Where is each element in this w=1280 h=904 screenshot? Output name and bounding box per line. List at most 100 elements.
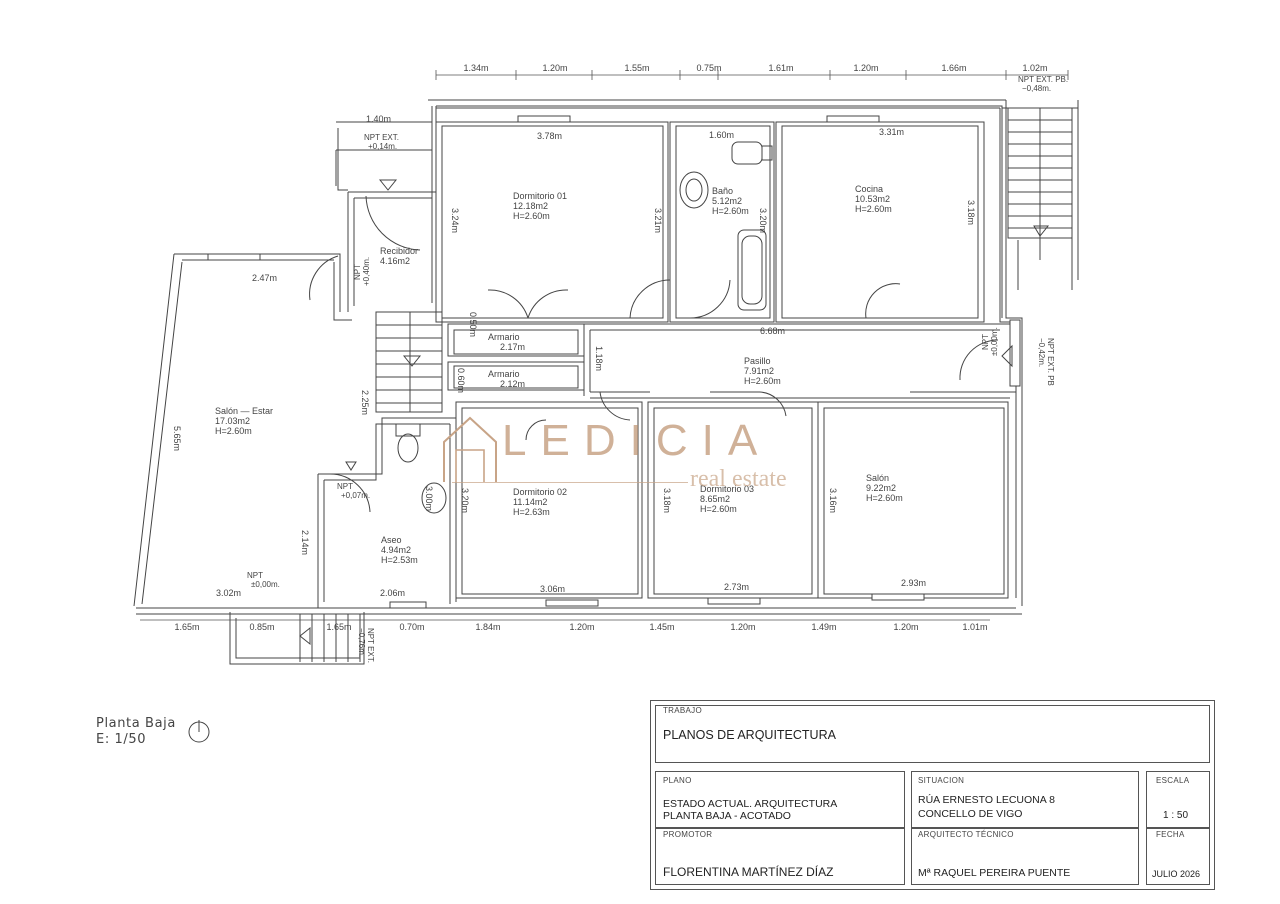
bottom-dimension: 1.65m: [326, 622, 351, 632]
trabajo-label: TRABAJO: [663, 706, 702, 715]
inner-dimension: 1.40m: [366, 114, 391, 124]
vertical-dimension: 1.18m: [594, 346, 604, 371]
top-dimension: 0.75m: [696, 63, 721, 73]
drawing-caption: Planta Baja E: 1/50: [96, 716, 176, 748]
arquitecto-label: ARQUITECTO TÉCNICO: [918, 830, 1014, 839]
house-logo-icon: [443, 416, 497, 482]
inner-dimension: 3.02m: [216, 588, 241, 598]
situacion-line1: RÚA ERNESTO LECUONA 8: [918, 794, 1055, 806]
fecha-box: [1146, 828, 1210, 885]
bottom-dimension: 1.49m: [811, 622, 836, 632]
vertical-dimension: 3.18m: [966, 200, 976, 225]
bottom-dimension: 0.70m: [399, 622, 424, 632]
level-mark: NPT: [981, 334, 990, 350]
armario-name: Armario: [488, 369, 520, 379]
inner-dimension: 2.73m: [724, 582, 749, 592]
room-height: H=2.63m: [513, 507, 550, 517]
inner-dimension: 3.78m: [537, 131, 562, 141]
fecha-label: FECHA: [1156, 830, 1185, 839]
vertical-dimension: 0.60m: [456, 368, 466, 393]
level-mark: NPT EXT. PB: [1046, 338, 1055, 386]
vertical-dimension: 5.65m: [172, 426, 182, 451]
top-dimension: 1.20m: [853, 63, 878, 73]
inner-dimension: 2.06m: [380, 588, 405, 598]
plano-line2: PLANTA BAJA - ACOTADO: [663, 810, 791, 822]
level-mark: NPT: [247, 571, 263, 580]
situacion-label: SITUACION: [918, 776, 965, 785]
room-area: 7.91m2: [744, 366, 774, 376]
level-mark: NPT: [337, 482, 353, 491]
situacion-line2: CONCELLO DE VIGO: [918, 808, 1023, 820]
bottom-dimension: 1.01m: [962, 622, 987, 632]
room-name: Salón: [866, 473, 889, 483]
room-name: Pasillo: [744, 356, 771, 366]
bottom-dimension: 1.20m: [893, 622, 918, 632]
bottom-dimension: 1.20m: [730, 622, 755, 632]
bottom-dimension: 1.20m: [569, 622, 594, 632]
room-name: Recibidor: [380, 246, 418, 256]
room-height: H=2.60m: [712, 206, 749, 216]
promotor-value: FLORENTINA MARTÍNEZ DÍAZ: [663, 865, 834, 879]
vertical-dimension: 3.20m: [460, 488, 470, 513]
arquitecto-box: [911, 828, 1139, 885]
arquitecto-value: Mª RAQUEL PEREIRA PUENTE: [918, 867, 1071, 879]
level-value: −0,42m.: [1037, 338, 1046, 367]
vertical-dimension: 2.25m: [360, 390, 370, 415]
vertical-dimension: 3.16m: [828, 488, 838, 513]
room-name: Cocina: [855, 184, 883, 194]
inner-dimension: 2.47m: [252, 273, 277, 283]
room-height: H=2.53m: [381, 555, 418, 565]
promotor-box: [655, 828, 905, 885]
room-area: 8.65m2: [700, 494, 730, 504]
brand-name: LEDICIA: [502, 416, 772, 465]
room-height: H=2.60m: [513, 211, 550, 221]
north-arrow-icon: [188, 720, 210, 743]
inner-dimension: 3.31m: [879, 127, 904, 137]
room-name: Dormitorio 02: [513, 487, 567, 497]
plano-label: PLANO: [663, 776, 692, 785]
room-name: Dormitorio 03: [700, 484, 754, 494]
brand-watermark: LEDICIA real estate: [440, 412, 850, 492]
level-mark: NPT EXT. PB.: [1018, 75, 1068, 84]
room-area: 10.53m2: [855, 194, 890, 204]
level-value: +0,40m.: [362, 257, 371, 286]
room-height: H=2.60m: [744, 376, 781, 386]
title-block: [650, 700, 1215, 890]
top-dimension: 1.34m: [463, 63, 488, 73]
vertical-dimension: 3.18m: [662, 488, 672, 513]
armario-name: Armario: [488, 332, 520, 342]
drawing-name: Planta Baja: [96, 716, 176, 731]
plano-box: [655, 771, 905, 828]
inner-dimension: 6.68m: [760, 326, 785, 336]
level-value: −0,76m.: [357, 628, 366, 657]
vertical-dimension: 3.00m: [424, 486, 434, 511]
room-area: 4.16m2: [380, 256, 410, 266]
inner-dimension: 2.93m: [901, 578, 926, 588]
drawing-scale: E: 1/50: [96, 732, 147, 747]
level-mark: NPT EXT.: [366, 628, 375, 663]
trabajo-box: [655, 705, 1210, 763]
room-area: 12.18m2: [513, 201, 548, 211]
top-dimension: 1.55m: [624, 63, 649, 73]
brand-rule: [452, 482, 688, 483]
armario-width: 2.17m: [500, 342, 525, 352]
room-name: Aseo: [381, 535, 402, 545]
level-value: −0,48m.: [1022, 84, 1051, 93]
vertical-dimension: 3.20m: [758, 208, 768, 233]
brand-tagline: real estate: [690, 466, 787, 492]
armario-width: 2.12m: [500, 379, 525, 389]
inner-dimension: 3.06m: [540, 584, 565, 594]
bottom-dimension: 1.65m: [174, 622, 199, 632]
room-height: H=2.60m: [700, 504, 737, 514]
room-height: H=2.60m: [866, 493, 903, 503]
bottom-dimension: 0.85m: [249, 622, 274, 632]
room-name: Baño: [712, 186, 733, 196]
room-height: H=2.60m: [855, 204, 892, 214]
vertical-dimension: 3.21m: [653, 208, 663, 233]
vertical-dimension: 2.14m: [300, 530, 310, 555]
room-area: 11.14m2: [513, 497, 547, 507]
bottom-dimension: 1.45m: [649, 622, 674, 632]
room-area: 5.12m2: [712, 196, 742, 206]
top-dimension: 1.02m: [1022, 63, 1047, 73]
